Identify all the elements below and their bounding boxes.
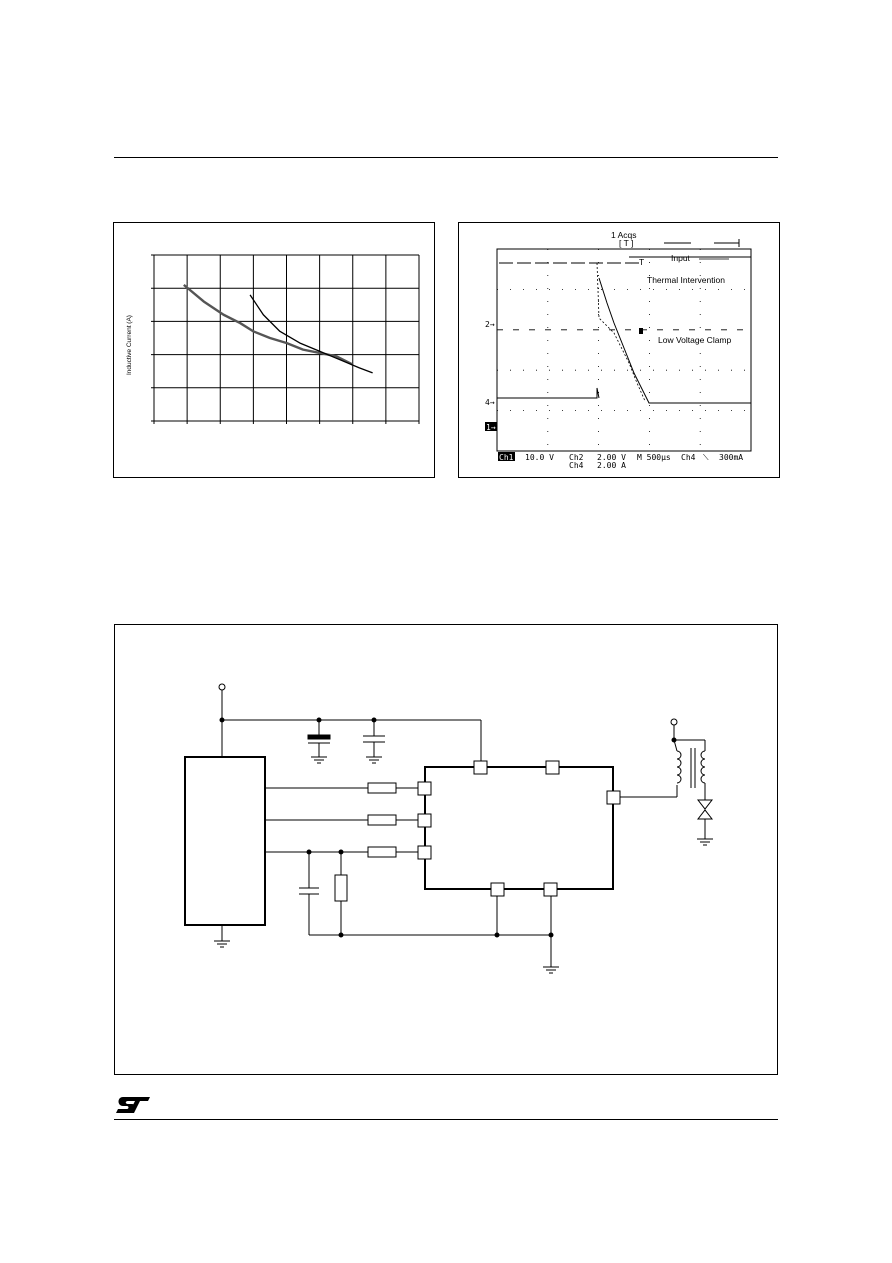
readout-timebase: M 500µs [637,453,671,462]
resistor-3 [367,846,397,858]
current-trace [596,262,646,402]
trigger-marker: T [639,257,644,267]
readout-ch4: Ch4 [569,461,584,470]
ignition-coil-secondary [700,750,706,784]
chart-grid [151,254,420,424]
ch1-trace [497,387,600,399]
low-voltage-clamp-label: Low Voltage Clamp [658,335,732,345]
pin-out [606,790,621,805]
vbat-terminal [218,683,226,691]
input-label: Input [671,253,691,263]
ch1-marker: 1→ [486,423,496,432]
trigger-marker-top: [ T ] [619,238,633,248]
readout-ch4-amps: 2.00 A [597,461,626,470]
series-line-1 [183,283,354,366]
microcontroller-block [184,756,266,926]
ch2-marker: 2→ [485,320,495,329]
electrolytic-capacitor [307,734,331,740]
acqs-label: 1 Acqs [611,230,637,240]
pin-vcc [473,760,488,775]
resistor-1 [367,782,397,794]
pin-top-right [545,760,560,775]
footer-rule [114,1119,778,1120]
readout-ch1-volts: 10.0 V [525,453,554,462]
application-schematic-frame [114,624,778,1075]
oscilloscope-frame: 1 Acqs [ T ] T Input Thermal Interventio… [458,222,780,478]
ch4-marker: 4→ [485,398,495,407]
thermal-intervention-label: Thermal Intervention [647,275,725,285]
ch1-trace-drop [598,277,751,404]
graticule-border [496,248,752,452]
pin-gnd-2 [543,882,558,897]
pin-gnd-1 [490,882,505,897]
readout-ch2-volts: 2.00 V [597,453,626,462]
pin-in-2 [417,813,432,828]
application-schematic [184,683,714,974]
pin-in-3 [417,845,432,860]
st-logo-icon [116,1097,150,1113]
ignition-coil-primary [676,750,682,784]
spark-plug [696,799,714,810]
resistor-2 [367,814,397,826]
pin-in-1 [417,781,432,796]
readout-trig-slope: ⟍ [703,453,709,462]
graticule-grid [497,249,751,451]
oscilloscope-screen: 1 Acqs [ T ] T Input Thermal Interventio… [485,230,752,470]
readout-trig-level: 300mA [719,453,743,462]
inductive-current-chart [151,254,420,424]
readout-ch2: Ch2 [569,453,584,462]
ignition-driver-ic [424,766,614,890]
filter-resistor [334,874,348,902]
readout-ch1: Ch1 [499,453,514,462]
series-line-2 [249,294,373,374]
readout-trig-ch: Ch4 [681,453,696,462]
header-rule [114,157,778,158]
inductive-current-chart-frame: Inductive Current (A) [113,222,435,478]
coil-supply-terminal [670,718,678,726]
